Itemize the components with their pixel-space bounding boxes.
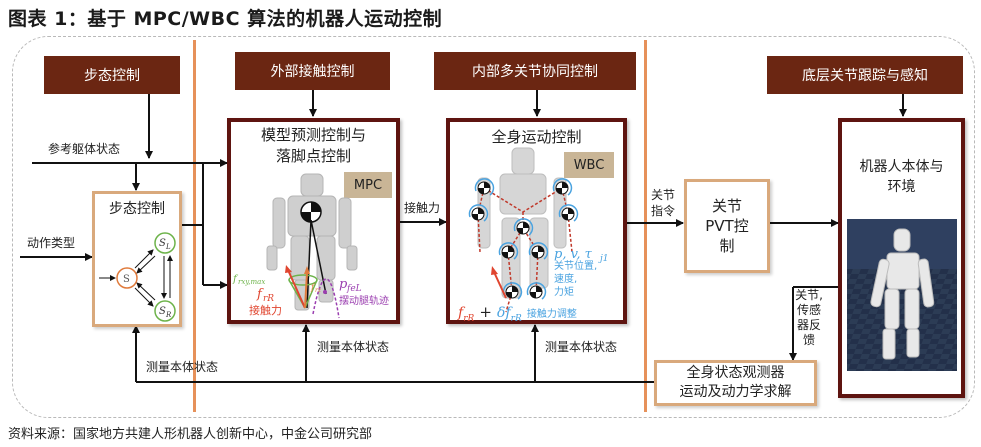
f-r-sub: rR [263,294,274,304]
label-feedback: 关节, 传感 器反 馈 [795,288,823,348]
observer-line-1: 全身状态观测器 [686,365,785,381]
state-sr-sub: R [165,311,172,319]
wbc-title: 全身运动控制 [491,128,582,146]
wbc-robot-illustration: p, v, τ j1 [468,147,609,313]
joint-rotation-icon [498,242,519,260]
p-fel-label: p [339,277,348,292]
robot-title-1: 机器人本体与 [859,159,944,175]
state-s [116,267,138,289]
header-external-contact: 外部接触控制 [235,52,390,90]
f-z-sub: rz [315,287,322,294]
wbc-delta-f-sub: rR [510,314,522,325]
force-arrow-z [304,271,308,309]
label-measured-mpc: 测量本体状态 [317,340,390,354]
joint-rotation-icon [528,242,549,260]
diagram-frame [12,36,975,418]
joint-rotation-icon [502,282,523,300]
pvt-line-1: 关节 [711,197,742,215]
wbc-tag: WBC [564,152,614,178]
label-measured-gait: 测量本体状态 [146,360,219,374]
wbc-delta-f: δf [497,305,511,321]
pvt-control-box: 关节 PVT控 制 [684,179,770,273]
label-joint-cmd-2: 指令 [651,204,676,218]
f-max-label: f [232,274,239,285]
wbc-adjust-label: 接触力调整 [526,309,577,320]
feedback-line: 器反 [796,318,821,332]
mpc-box: 模型预测控制与 落脚点控制 MPC f rxy,max [227,118,400,324]
state-sl-label: S [159,238,166,249]
joint-rotation-icon [513,218,534,236]
wbc-box: 全身运动控制 WBC p, v, τ j1 关节位置, [446,118,627,324]
label-contact-force: 接触力 [404,201,441,215]
mpc-tag: MPC [344,172,392,198]
label-ref-state: 参考躯体状态 [46,140,123,157]
gait-state-machine: S S L S R [99,232,176,322]
state-sl-sub: L [165,243,171,251]
mpc-contact-label: 接触力 [249,304,282,317]
state-sl [154,232,176,254]
header-internal-joint: 内部多关节协同控制 [434,52,636,90]
separator-2 [644,40,647,412]
joint-rotation-icon [558,204,579,222]
joint-desc-line: 速度, [554,274,578,285]
joint-desc-line: 关节位置, [554,261,598,272]
state-sr [154,300,176,322]
mpc-robot-illustration: f rxy,max f rR f rz p feL [232,173,362,319]
pvt-line-3: 制 [719,237,735,255]
label-action-type: 动作类型 [27,236,76,250]
joint-vars-label: p, v, τ [554,247,593,262]
robot-title-2: 环境 [887,179,916,195]
p-fel-sub: feL [346,284,362,294]
mpc-title-1: 模型预测控制与 [260,126,366,144]
observer-line-2: 运动及动力学求解 [679,384,792,400]
feedback-line: 关节, [795,288,823,302]
joint-rotation-icon [552,178,573,196]
wbc-f-r-sub: rR [463,314,475,325]
gait-box-title: 步态控制 [109,201,165,217]
swing-trajectory [312,278,340,319]
wbc-force-arrow [493,271,507,299]
robot-environment-box: 机器人本体与 环境 [838,118,965,398]
joint-desc: 关节位置, 速度, 力矩 [554,260,597,299]
gait-control-box: 步态控制 S S L S R [92,191,182,327]
f-max-sub: rxy,max [238,278,265,286]
mpc-title-2: 落脚点控制 [275,147,351,165]
wbc-plus: + [479,303,492,321]
label-measured-wbc: 测量本体状态 [545,340,618,354]
f-z-label: f [310,283,316,292]
joint-rotation-icon [474,178,495,196]
joint-rotation-icon [526,282,547,300]
f-r-label: f [256,287,264,302]
feedback-line: 传感 [796,303,821,317]
state-s-label: S [123,274,130,285]
robot-simulation-image [847,219,957,371]
state-sr-label: S [159,306,166,317]
wbc-force-formula: frR + δfrR 接触力调整 [458,302,577,324]
header-low-level: 底层关节跟踪与感知 [767,56,963,94]
pvt-line-2: PVT控 [705,217,749,235]
source-note: 资料来源：国家地方共建人形机器人创新中心，中金公司研究部 [8,427,373,442]
force-arrow-r [287,269,306,309]
state-observer-box: 全身状态观测器 运动及动力学求解 [654,360,817,406]
wbc-f-r: f [458,305,464,321]
feedback-line: 馈 [802,333,815,347]
joint-vars-sub: j1 [598,254,609,264]
label-joint-cmd-1: 关节 [651,188,676,202]
mpc-swing-label: 摆动腿轨迹 [339,296,389,307]
joint-desc-line: 力矩 [554,287,574,298]
joint-rotation-icon [468,204,489,222]
header-gait-control: 步态控制 [44,56,180,94]
figure-title: 图表 1：基于 MPC/WBC 算法的机器人运动控制 [8,8,443,30]
